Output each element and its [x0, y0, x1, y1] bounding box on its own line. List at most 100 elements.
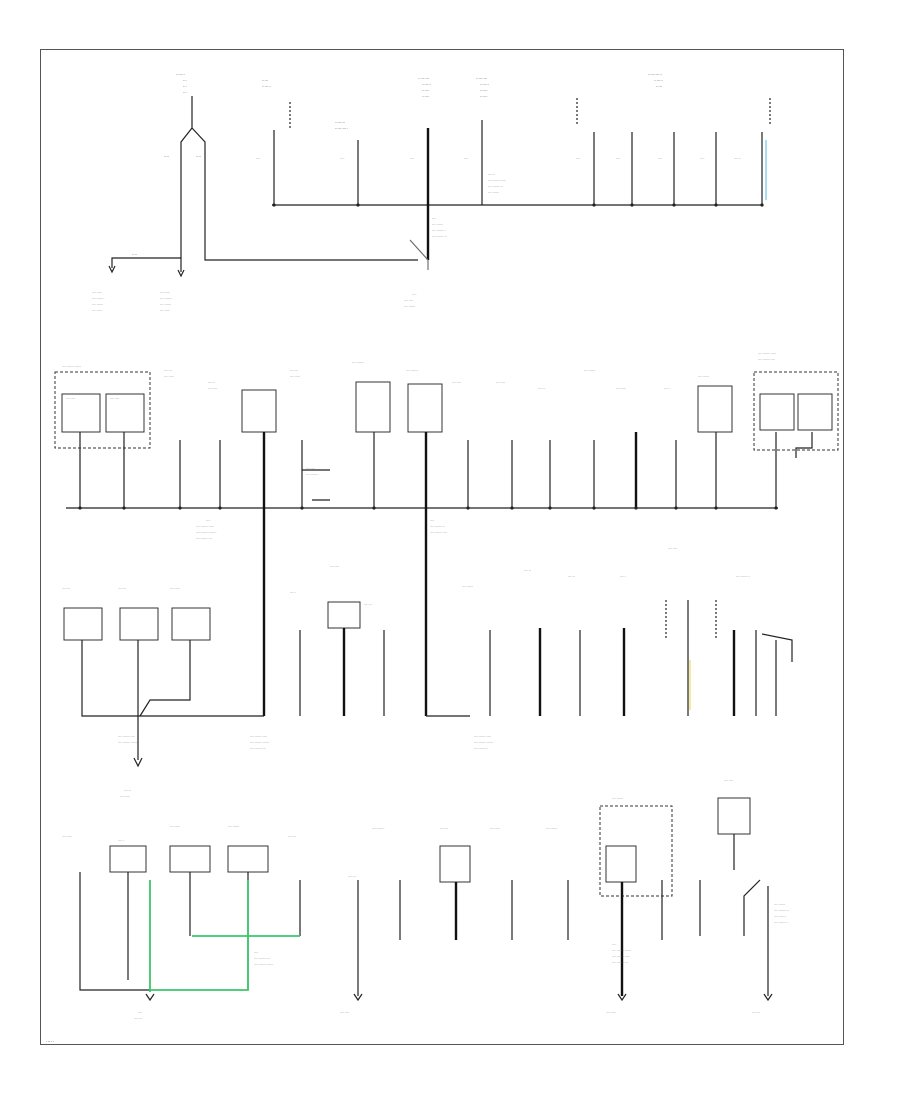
label-component: ··········: [546, 827, 557, 831]
component-box: [227, 845, 269, 873]
label-component: ·········: [62, 835, 72, 839]
label-splice-9: ·············: [430, 525, 445, 529]
label-splice: ···············: [118, 735, 135, 739]
label-component-13: ·········: [164, 375, 174, 379]
label-note-4: ··········: [488, 191, 499, 195]
label-battery: ·······: [176, 72, 185, 77]
splice: [630, 203, 634, 207]
wire: [409, 239, 429, 270]
label-wire: ····: [410, 157, 415, 161]
label-component: ········: [452, 381, 461, 385]
splice: [466, 506, 470, 510]
label-wire: ····: [658, 157, 663, 161]
splice: [774, 506, 778, 510]
label-component: ··········: [612, 797, 623, 801]
connector-symbol: [108, 265, 116, 274]
connector-symbol: [763, 993, 773, 1002]
label-component: ·····: [664, 387, 670, 391]
splice: [634, 506, 638, 510]
label-component: ········: [330, 565, 339, 569]
splice: [592, 506, 596, 510]
section-2-drops: ········ ···········: [79, 432, 813, 716]
label-ground: ········: [340, 1011, 349, 1015]
label-component: ········: [335, 120, 345, 125]
section-3: ······· ······· ········· ····· ········…: [62, 547, 793, 799]
section-2-labels: ······· ········· ······ ········ ······…: [164, 361, 709, 391]
label-wire: ····: [700, 157, 705, 161]
label-splice: ····: [612, 943, 617, 947]
label-component-10: ·······: [654, 78, 663, 83]
splice: [760, 203, 764, 207]
component-box: [171, 607, 211, 641]
label-ground: ·········: [606, 1011, 616, 1015]
label-ground: ······: [124, 789, 131, 793]
label-note-3: ·············: [488, 185, 503, 189]
label-component: ·········: [170, 587, 180, 591]
label-battery-3: ···: [183, 84, 187, 89]
wire: [761, 633, 793, 662]
top-drops: ····· ······· ···· ········ ·········· ·…: [256, 72, 771, 260]
splice: [78, 506, 82, 510]
label-component: ·······: [62, 587, 70, 591]
label-splice: ····: [254, 951, 259, 955]
label-wire: ····: [464, 157, 469, 161]
label-component: ·········: [616, 387, 626, 391]
label-ground-8: ········: [404, 299, 413, 303]
label-splice-6: ················: [196, 525, 214, 529]
component-box: [119, 607, 159, 641]
label-component: ·······: [164, 369, 172, 373]
component-box: [327, 601, 361, 629]
component-box: [407, 383, 443, 433]
label-wire: ····: [164, 154, 169, 159]
label-component-8: ······: [480, 88, 488, 93]
label-component-14: ········: [208, 387, 217, 391]
connector-symbol: [133, 757, 143, 768]
wire: [180, 127, 193, 272]
label-ground: ·········: [160, 291, 170, 295]
label-ground-11: ·······: [134, 1017, 142, 1021]
label-splice-8: ··············: [196, 537, 212, 541]
label-splice-15: ············: [474, 747, 488, 751]
connector-symbol: [617, 993, 627, 1002]
wire: [81, 640, 264, 717]
component-box: [169, 845, 211, 873]
label-splice-17: ·················: [254, 963, 273, 967]
splice: [672, 203, 676, 207]
wire: [795, 432, 813, 458]
label-component-9: ······: [480, 94, 488, 99]
splice: [122, 506, 126, 510]
label-component: ·········: [170, 825, 180, 829]
label-component: ·······: [440, 827, 448, 831]
label-component: ·················: [62, 365, 81, 369]
splice: [592, 203, 596, 207]
label-ground-5: ···········: [160, 297, 173, 301]
label-splice: ····: [206, 519, 211, 523]
label-component: ········: [496, 381, 505, 385]
label-component: ·····: [290, 591, 296, 595]
label-splice-3: ············: [432, 229, 446, 233]
connector-symbol: [177, 269, 185, 278]
label-splice: ···············: [250, 735, 267, 739]
label-component: ·······: [364, 603, 372, 607]
label-component: ········: [724, 779, 733, 783]
label-component: ··········: [462, 585, 473, 589]
label-component: ······: [208, 381, 215, 385]
component-box: [717, 797, 751, 835]
label-component: ········: [66, 397, 75, 401]
wire: [743, 879, 761, 936]
label-wire: ····: [576, 157, 581, 161]
section-top: ······· ··· ··· ··· ···· ···· ···· ·····…: [92, 72, 771, 313]
component-box-dashed: [753, 371, 839, 451]
label-ground-2: ···········: [92, 297, 105, 301]
label-wire: ····: [340, 157, 345, 161]
wire: [139, 640, 191, 717]
component-box: [355, 381, 391, 433]
label-component-2: ·······: [262, 84, 271, 89]
label-component: ······: [538, 387, 545, 391]
label-component-12: ···············: [758, 358, 775, 362]
section-2-splices: [78, 506, 778, 510]
label-wire: ····: [196, 154, 201, 159]
label-splice-14: ·················: [474, 741, 493, 745]
label-splice-16: ··············: [254, 957, 270, 961]
label-component: ···········: [352, 361, 365, 365]
